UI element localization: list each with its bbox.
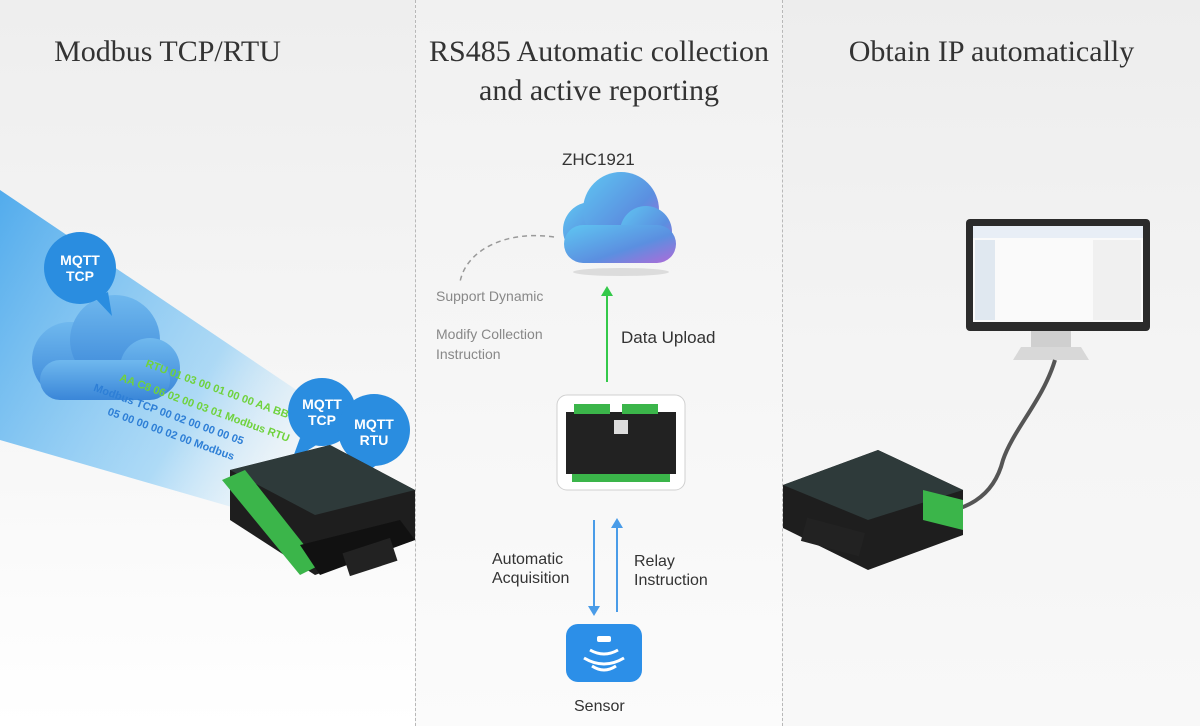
dynamic-curve [459, 234, 555, 283]
panel-title-rs485-line2: and active reporting [479, 74, 719, 107]
modify-collection-line2: Instruction [436, 346, 501, 362]
panel-title-modbus: Modbus TCP/RTU [54, 35, 281, 68]
gateway-device-right [783, 450, 963, 570]
automatic-acquisition-line2: Acquisition [492, 570, 570, 587]
bubble-right-line1: MQTT [354, 416, 394, 432]
modify-collection-line1: Modify Collection [436, 326, 543, 342]
panel-obtain-ip: Obtain IP automatically [783, 0, 1200, 726]
bubble-top-text: MQTT TCP [56, 252, 104, 284]
gateway-device-left [222, 445, 415, 577]
cloud-label: ZHC1921 [562, 150, 635, 169]
bubble-top-line1: MQTT [60, 252, 100, 268]
data-upload-label: Data Upload [621, 328, 716, 347]
bubble-right-text: MQTT RTU [350, 416, 398, 448]
rs485-illustration [459, 172, 686, 682]
acquisition-arrow [588, 520, 600, 616]
obtain-ip-illustration [783, 219, 1150, 570]
modbus-illustration [0, 190, 415, 577]
bubble-mid-text: MQTT TCP [298, 396, 346, 428]
relay-instruction-line1: Relay [634, 553, 675, 570]
automatic-acquisition-line1: Automatic [492, 551, 564, 568]
bubble-mid-line1: MQTT [302, 396, 342, 412]
panel-title-rs485-line1: RS485 Automatic collection [429, 35, 769, 68]
mqtt-bubble-top [44, 232, 116, 316]
automatic-acquisition-label: Automatic Acquisition [492, 550, 569, 588]
sensor-label: Sensor [574, 698, 625, 715]
panel-title-obtain-ip: Obtain IP automatically [848, 35, 1135, 68]
panel-modbus: Modbus TCP/RTU MQTT TCP MQTT TCP MQTT RT… [0, 0, 415, 726]
data-upload-arrow [601, 286, 613, 382]
sensor-icon [566, 624, 642, 682]
monitor-icon [966, 219, 1150, 360]
relay-instruction-line2: Instruction [634, 572, 708, 589]
divider-right [782, 0, 783, 726]
zhc1921-device [556, 394, 686, 491]
support-dynamic-label: Support Dynamic [436, 288, 544, 304]
bubble-right-line2: RTU [359, 432, 389, 448]
bubble-top-line2: TCP [66, 268, 94, 284]
bubble-mid-line2: TCP [308, 412, 336, 428]
divider-left [415, 0, 416, 726]
panel-rs485: RS485 Automatic collection and active re… [416, 0, 782, 726]
zhc1921-cloud-icon [563, 172, 676, 276]
relay-arrow [611, 518, 623, 612]
cloud-icon [32, 295, 180, 400]
relay-instruction-label: Relay Instruction [634, 552, 708, 590]
